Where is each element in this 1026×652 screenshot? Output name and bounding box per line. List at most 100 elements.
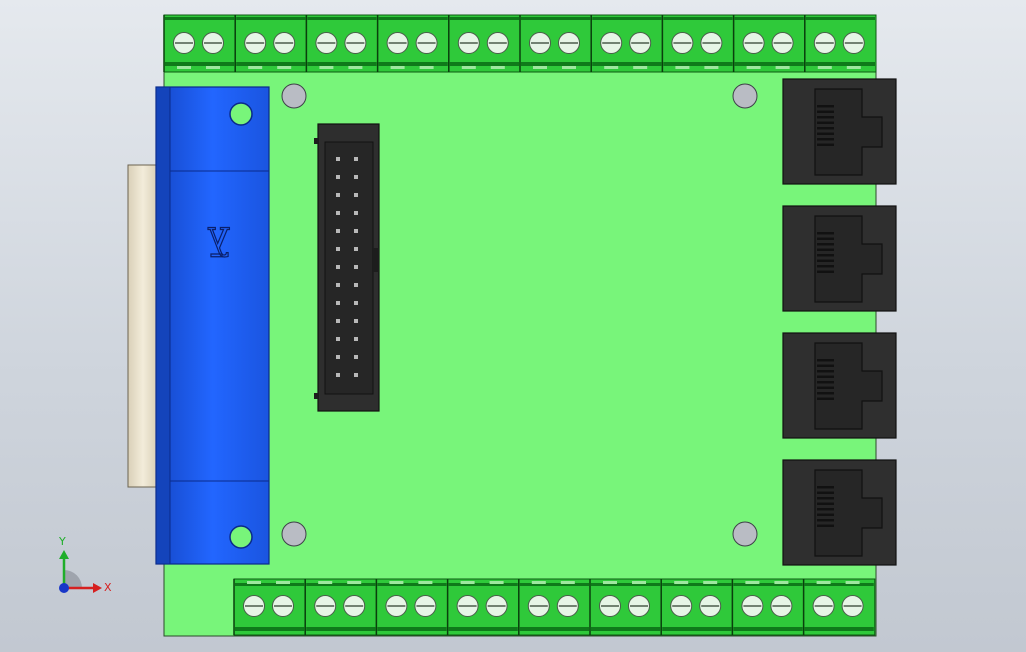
triad-origin (59, 583, 69, 593)
rj45-jack (782, 78, 897, 185)
wire-entry (177, 66, 191, 69)
rj45-contact (817, 386, 834, 389)
terminal-stripe (307, 17, 377, 20)
idc-pin (336, 301, 340, 305)
wire-entry (675, 66, 690, 69)
wire-entry (604, 66, 619, 69)
idc-pin (336, 337, 340, 341)
rj45-contact (817, 237, 834, 240)
rj45-contact (817, 519, 834, 522)
terminal-stripe (733, 583, 803, 586)
wire-entry (318, 581, 333, 584)
wire-entry (704, 66, 719, 69)
terminal-stripe (663, 17, 733, 20)
idc-pin (336, 355, 340, 359)
wire-entry (319, 66, 334, 69)
rj45-contact (817, 491, 834, 494)
terminal-stripe (805, 62, 875, 66)
terminal-stripe (449, 62, 519, 66)
rj45-contact (817, 143, 834, 146)
pcb-board (163, 14, 877, 637)
idc-pin (354, 283, 358, 287)
rj45-contact (817, 397, 834, 400)
db-flange (155, 86, 171, 565)
rj45-contact (817, 232, 834, 235)
mounting-hole (281, 521, 307, 547)
terminal-block-top (305, 14, 379, 73)
terminal-block-top (376, 14, 450, 73)
idc-pin (354, 337, 358, 341)
wire-entry (745, 581, 760, 584)
mounting-hole (732, 83, 758, 109)
wire-entry (347, 581, 362, 584)
idc-pin (336, 211, 340, 215)
terminal-stripe (591, 627, 661, 631)
rj45-jack (782, 459, 897, 566)
idc-pin (354, 211, 358, 215)
wire-entry (418, 581, 433, 584)
wire-entry (348, 66, 363, 69)
rj45-contact (817, 110, 834, 113)
terminal-stripe (307, 62, 377, 66)
idc-pin (336, 193, 340, 197)
rj45-contact (817, 513, 834, 516)
wire-entry (603, 581, 617, 584)
db-metal-shell (127, 164, 159, 488)
terminal-stripe (663, 62, 733, 66)
wire-entry (419, 66, 434, 69)
terminal-block-bottom (660, 578, 733, 636)
rj45-contact (817, 127, 834, 130)
terminal-block-bottom (375, 578, 449, 636)
y-axis-label: Y (58, 535, 66, 548)
terminal-stripe (592, 62, 662, 66)
terminal-stripe (519, 627, 589, 631)
terminal-stripe (734, 62, 804, 66)
coordinate-triad: XY (58, 535, 112, 594)
idc-polarization-key (373, 248, 379, 272)
terminal-block-bottom (233, 578, 306, 636)
idc-pin (336, 283, 340, 287)
rj45-contact (817, 259, 834, 262)
terminal-stripe (733, 627, 803, 631)
rj45-jack (782, 205, 897, 312)
wire-entry (560, 581, 575, 584)
terminal-stripe (521, 17, 591, 20)
terminal-stripe (448, 583, 518, 586)
terminal-block-bottom (731, 578, 805, 636)
terminal-stripe (591, 583, 661, 586)
idc-pin (354, 319, 358, 323)
wire-entry (248, 66, 263, 69)
terminal-stripe (165, 62, 235, 66)
db-screw-hole-top (229, 102, 253, 126)
wire-entry (846, 66, 861, 69)
terminal-stripe (165, 17, 235, 20)
wire-entry (817, 66, 832, 69)
terminal-stripe (592, 17, 662, 20)
terminal-block-top (590, 14, 663, 73)
db-screw-hole-bottom (229, 525, 253, 549)
terminal-block-bottom (589, 578, 662, 636)
db-connector-body (155, 86, 270, 565)
terminal-stripe (236, 62, 306, 66)
wire-entry (460, 581, 475, 584)
wire-entry (206, 66, 220, 69)
terminal-block-top (661, 14, 735, 73)
rj45-contact (817, 359, 834, 362)
terminal-stripe (734, 17, 804, 20)
mounting-hole (281, 83, 307, 109)
rj45-contact (817, 248, 834, 251)
terminal-stripe (449, 17, 519, 20)
idc-pin (336, 175, 340, 179)
idc-header-connector (314, 123, 380, 412)
idc-pin (354, 247, 358, 251)
terminal-stripe (235, 627, 305, 631)
terminal-stripe (521, 62, 591, 66)
rj45-contact (817, 392, 834, 395)
idc-pin (336, 157, 340, 161)
wire-entry (703, 581, 718, 584)
terminal-stripe (805, 17, 875, 20)
rj45-jack (782, 332, 897, 439)
rj45-contact (817, 486, 834, 489)
